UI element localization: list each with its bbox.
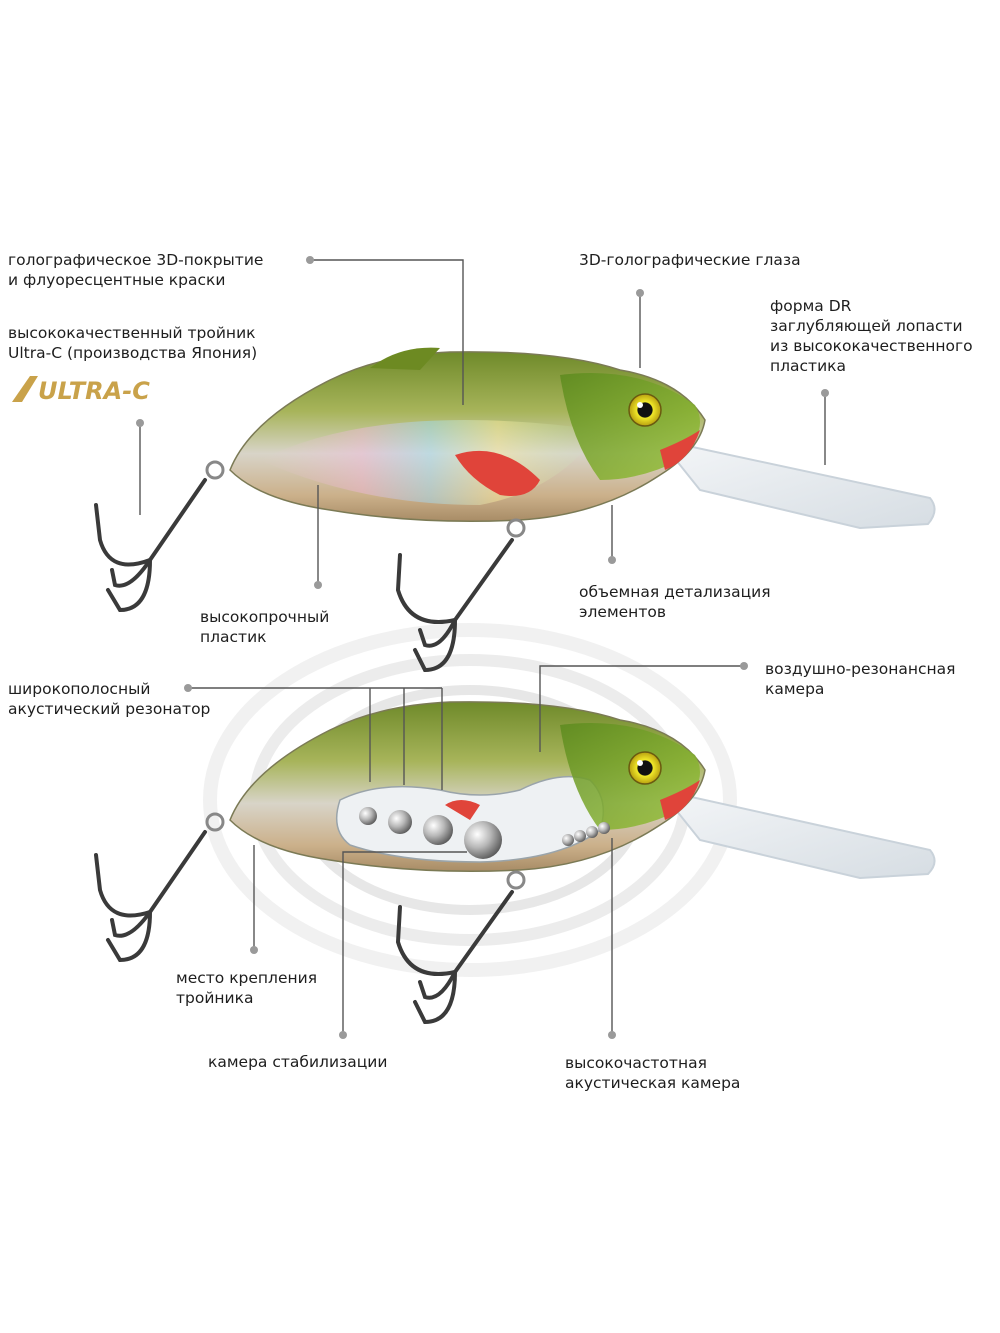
label-detail: объемная детализация элементов [579,583,771,621]
label-hook-mount: место крепления тройника [176,969,318,1007]
leader-dots [136,256,829,1039]
label-treble-hook: высококачественный тройник Ultra-C (прои… [8,324,258,362]
bottom-rear-hook [94,830,207,963]
rattle-balls [359,807,610,859]
label-holo-coating: голографическое 3D-покрытие и флуоресцен… [8,251,264,289]
ultra-c-logo: ULTRA-C [12,376,150,405]
top-eye [628,393,662,427]
label-air-chamber: воздушно-резонансная камера [765,660,956,698]
top-rear-hook [94,478,207,613]
label-hf-chamber: высокочастотная акустическая камера [565,1054,741,1092]
top-belly-hook [395,538,514,673]
label-stab-chamber: камера стабилизации [208,1053,388,1071]
top-fin [455,450,540,496]
bottom-belly-hook [395,890,514,1025]
diving-lip [657,438,936,530]
leader-lines [139,259,826,1035]
logo-text: ULTRA-C [38,377,150,405]
label-dr-lip: форма DR заглубляющей лопасти из высокок… [770,297,973,375]
label-resonator: широкополосный акустический резонатор [8,680,211,718]
diving-lip-bottom [657,788,936,880]
bottom-eye [628,751,662,785]
label-plastic: высокопрочный пластик [200,608,330,646]
label-holo-eyes: 3D-голографические глаза [579,251,801,269]
top-lure [94,347,936,673]
